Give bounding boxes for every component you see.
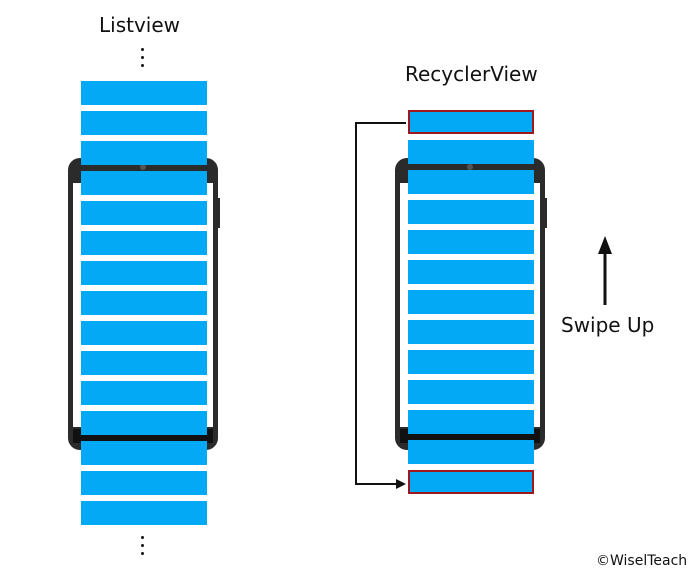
recyclerview-item xyxy=(408,140,534,164)
listview-title: Listview xyxy=(99,13,181,37)
listview-item xyxy=(81,201,207,225)
listview-item xyxy=(81,141,207,165)
listview-item xyxy=(81,471,207,495)
recyclerview-item xyxy=(408,440,534,464)
listview-item xyxy=(81,321,207,345)
recyclerview-item xyxy=(408,200,534,224)
recyclerview-recycled-item xyxy=(408,470,534,494)
recyclerview-item xyxy=(408,230,534,254)
recyclerview-item xyxy=(408,380,534,404)
bottom-ellipsis-icon xyxy=(141,536,145,560)
swipe-up-arrow-head-icon xyxy=(598,236,612,254)
listview-item xyxy=(81,81,207,105)
camera-icon xyxy=(140,164,146,170)
listview-item xyxy=(81,411,207,435)
recyclerview-title: RecyclerView xyxy=(405,62,538,86)
listview-item xyxy=(81,111,207,135)
camera-icon xyxy=(467,164,473,170)
listview-item xyxy=(81,441,207,465)
listview-item xyxy=(81,501,207,525)
listview-item xyxy=(81,171,207,195)
recyclerview-item xyxy=(408,410,534,434)
copyright-label: ©WiselTeach xyxy=(596,553,688,569)
recycle-arrow-head-icon xyxy=(396,479,406,489)
recyclerview-item xyxy=(408,290,534,314)
top-ellipsis-icon xyxy=(141,48,145,72)
listview-item xyxy=(81,231,207,255)
listview-item xyxy=(81,291,207,315)
listview-item xyxy=(81,351,207,375)
recycle-bracket xyxy=(355,122,406,485)
recyclerview-recycled-item xyxy=(408,110,534,134)
listview-item xyxy=(81,261,207,285)
listview-item xyxy=(81,381,207,405)
phone-side-button xyxy=(217,198,220,228)
recyclerview-item xyxy=(408,320,534,344)
recyclerview-item xyxy=(408,350,534,374)
recyclerview-item xyxy=(408,170,534,194)
swipe-up-label: Swipe Up xyxy=(561,313,655,337)
phone-side-button xyxy=(544,198,547,228)
recyclerview-item xyxy=(408,260,534,284)
